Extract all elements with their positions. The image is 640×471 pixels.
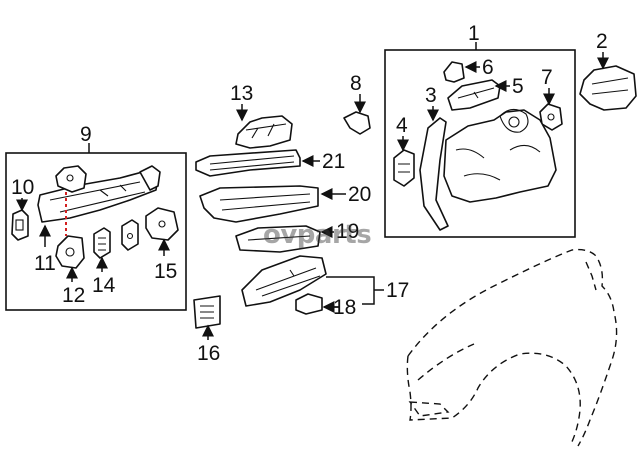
callout-10[interactable]: 10 (11, 176, 34, 199)
group-box-9 (5, 152, 187, 311)
callout-20[interactable]: 20 (348, 183, 371, 206)
part-17[interactable] (241, 255, 327, 307)
callout-15[interactable]: 15 (154, 260, 177, 283)
part-14[interactable] (93, 227, 111, 259)
callout-19[interactable]: 19 (336, 220, 359, 243)
callout-8[interactable]: 8 (350, 72, 362, 95)
part-20[interactable] (199, 185, 319, 223)
part-4[interactable] (393, 149, 415, 187)
callout-21[interactable]: 21 (322, 150, 345, 173)
bracket-17 (326, 276, 384, 305)
group-box-1 (384, 49, 576, 238)
part-12[interactable] (55, 235, 85, 269)
callout-1[interactable]: 1 (468, 22, 480, 45)
callout-5[interactable]: 5 (512, 75, 524, 98)
callout-14[interactable]: 14 (92, 274, 116, 297)
callout-12[interactable]: 12 (62, 284, 85, 307)
callout-3[interactable]: 3 (425, 84, 437, 107)
callout-17[interactable]: 17 (386, 279, 409, 302)
part-10[interactable] (11, 209, 29, 241)
callout-13[interactable]: 13 (230, 82, 253, 105)
callout-2[interactable]: 2 (596, 30, 608, 53)
callout-18[interactable]: 18 (333, 296, 356, 319)
part-16[interactable] (193, 295, 221, 329)
part-15[interactable] (145, 207, 179, 241)
part-8[interactable] (343, 111, 371, 135)
part-21[interactable] (195, 149, 301, 177)
callout-16[interactable]: 16 (197, 342, 220, 365)
callout-9[interactable]: 9 (80, 123, 92, 146)
watermark-text: ovparts (263, 220, 371, 250)
part-18[interactable] (295, 293, 323, 315)
callout-6[interactable]: 6 (482, 56, 494, 79)
part-5[interactable] (447, 79, 501, 111)
part-2[interactable] (579, 65, 637, 111)
callout-4[interactable]: 4 (396, 114, 408, 137)
part-3[interactable] (419, 117, 449, 231)
part-6[interactable] (443, 61, 465, 83)
front-side-member[interactable] (37, 165, 161, 223)
part-small-bracket[interactable] (121, 219, 139, 251)
callout-7[interactable]: 7 (541, 66, 553, 89)
callout-11[interactable]: 11 (34, 252, 56, 275)
upper-bracket-part[interactable] (55, 165, 87, 193)
front-fender-outline (406, 248, 618, 447)
wheel-apron-panel[interactable] (443, 108, 557, 203)
part-13[interactable] (235, 115, 293, 149)
part-19[interactable] (235, 225, 321, 253)
